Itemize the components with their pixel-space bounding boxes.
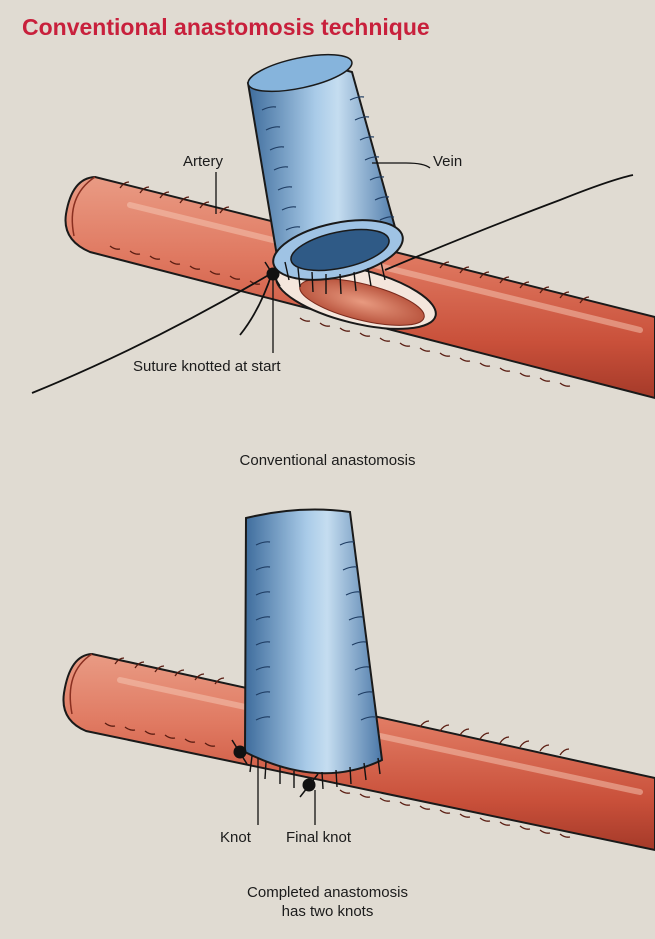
vein-label: Vein bbox=[433, 153, 462, 170]
vein-bottom bbox=[245, 510, 382, 789]
top-caption: Conventional anastomosis bbox=[0, 451, 655, 470]
suture-knot-label: Suture knotted at start bbox=[133, 358, 281, 375]
top-panel-artwork bbox=[32, 47, 655, 398]
vein-callout-line bbox=[372, 163, 430, 168]
artery-label: Artery bbox=[183, 153, 223, 170]
bottom-caption-line-2: has two knots bbox=[0, 902, 655, 921]
bottom-panel-artwork bbox=[63, 510, 655, 850]
final-knot-label: Final knot bbox=[286, 829, 351, 846]
bottom-caption-line-1: Completed anastomosis bbox=[0, 883, 655, 902]
knot-label: Knot bbox=[220, 829, 251, 846]
